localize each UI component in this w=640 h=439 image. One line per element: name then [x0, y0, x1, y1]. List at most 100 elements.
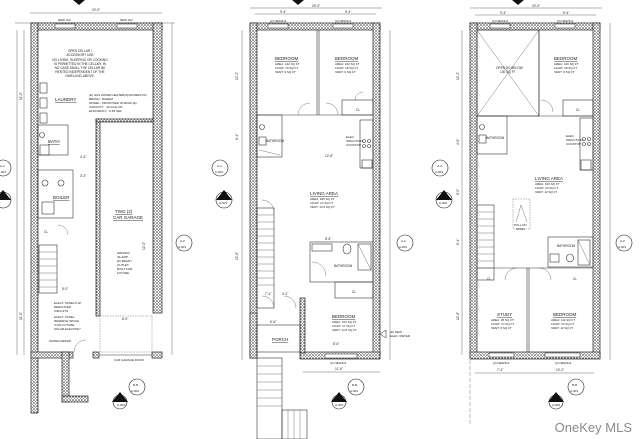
cellar-plan: 20'-0" NEW 3x2 NEW 3x2 OPEN CELLAR / ACC… [15, 0, 175, 414]
dimension: 10'-2" [556, 368, 564, 372]
section-tag: A-003 [548, 392, 564, 410]
closet-label: CL [573, 277, 577, 281]
dimension: 12'-2" [456, 72, 460, 80]
dimension: 4'-6" [456, 139, 460, 145]
cellar-window-label: NEW 3x2 [58, 18, 71, 22]
bathroom-label: BATHROOM [334, 264, 353, 268]
room-area: AREA: 180 SQ FT [310, 197, 335, 201]
first-floor-stair [256, 199, 275, 309]
cellar-north-wall [30, 22, 163, 31]
room-vent: VENT: 13.5 SQ FT [310, 205, 335, 209]
section-tag: A-2 A-003 [175, 234, 193, 252]
north-arrow-icon [292, 0, 304, 5]
section-tag: A-4 A-003 [211, 159, 229, 177]
dimension: 7'-4" [265, 292, 271, 296]
second-floor-plan: 20'-0" 9'-4" 9'-4" (2) NEW3x4 (2) NEW3x4… [456, 0, 611, 425]
solar-note: SOLAR ELECTRIC" [54, 327, 81, 331]
room-area: AREA: 95 SQ FT [491, 318, 514, 322]
section-tag: A-2 A-003 [615, 234, 633, 252]
room-light: LIGHT: 18 SQ FT [554, 66, 577, 70]
room-area: AREA: 160 SQ FT [535, 182, 560, 186]
section-tag: A-003 [331, 392, 347, 410]
dimension: 12'-2" [235, 72, 239, 80]
svg-text:A-003: A-003 [399, 245, 407, 249]
dimension: 8'-6" [325, 237, 331, 241]
dimension: 8'-0" [62, 287, 68, 291]
dimension: 11'-0" [19, 92, 23, 100]
solar-note: "FOR FUTURE [54, 323, 74, 327]
cooktop-label: COOKTOP [566, 142, 581, 146]
svg-text:A-003: A-003 [0, 170, 6, 174]
dimension: 12'-0" [142, 242, 146, 250]
window-label: (2) NEW3x4 [492, 19, 509, 23]
svg-text:A-2: A-2 [620, 239, 625, 243]
garage-door-label: CAR GARAGE DOOR [114, 358, 145, 362]
room-vent: VENT: 9 SQ FT [275, 70, 296, 74]
window-label: (2) NEW3x4 [330, 361, 347, 365]
water-heater-spec: (E) GAS WATER HEATER(S)/(DOMESTIC) [89, 93, 147, 97]
cellar-note: RENTED INDEPENDENT OF THE [55, 70, 104, 74]
bedroom-label: BEDROOM [332, 314, 356, 319]
bathroom-label: BATHROOM [557, 244, 576, 248]
dimension: 12'-6" [456, 312, 460, 320]
cellar-overall-width: 20'-0" [92, 8, 100, 12]
water-heater-spec: EFFICIENCY : 0.65 UEF [89, 109, 122, 113]
room-light: LIGHT: 18 SQ FT [335, 66, 358, 70]
section-tag: B-B A-004 [347, 378, 365, 396]
cellar-open-subtitle: ACCESSORY USE [66, 53, 93, 57]
svg-text:A-2: A-2 [401, 239, 406, 243]
window-label: (2) NEW3x4 [270, 19, 287, 23]
bedroom-label: BEDROOM [553, 312, 577, 317]
dimension: 12'-6" [325, 154, 333, 158]
dimension: 6'-4" [235, 134, 239, 140]
water-meter-label: WATER METER [49, 339, 72, 343]
svg-text:A-004: A-004 [350, 389, 358, 393]
room-light: LIGHT: 24 SQ FT [535, 186, 558, 190]
section-tag: A-2 A-003 [396, 234, 414, 252]
closet-label: CL [356, 108, 360, 112]
dimension: 11'-0" [19, 312, 23, 320]
room-vent: VENT: 13.5 SQ FT [332, 328, 357, 332]
cooktop-label: ELEC. [346, 135, 355, 139]
svg-text:A-004: A-004 [570, 389, 578, 393]
room-area: AREA: 104 SQ FT [332, 320, 357, 324]
first-floor-overall-width: 20'-0" [312, 4, 320, 8]
living-area-label: LIVING AREA [535, 176, 563, 181]
dimension: 8'-6" [333, 342, 339, 346]
open-below-area: 130 SQ FT [500, 70, 516, 74]
cellar-note: NO LIVING, SLEEPING OR COOKING [52, 58, 108, 62]
cellar-note: NO CASE SHALL THE CELLAR BE [55, 66, 106, 70]
closet-label: CL [487, 277, 491, 281]
cooktop-label: INDUCTION [566, 138, 583, 142]
dimension: 7'-4" [497, 368, 503, 372]
cellar-window-label: NEW 3x2 [120, 18, 133, 22]
ev-note: OUTLET [117, 263, 129, 267]
svg-text:B-B: B-B [352, 383, 357, 387]
section-tag: A-003 [112, 392, 128, 410]
dimension: 4'-4" [80, 155, 86, 159]
porch-label: PORCH [272, 337, 288, 342]
water-heater-spec: MODEL : PROPOSED 40 RH40 (E) [89, 101, 137, 105]
garage-partition-wall [95, 118, 101, 317]
room-light: LIGHT: 24 SQ FT [551, 322, 574, 326]
closet-label: CL [352, 290, 356, 294]
bedroom-label: BEDROOM [335, 56, 359, 61]
dimension: 9'-4" [500, 11, 506, 15]
section-tag [0, 190, 12, 209]
garage-label: TWO (2) [115, 209, 133, 214]
elec-panel-note: ELECT. PANELS W/ [54, 301, 81, 305]
cellar-bath-label: BATH [48, 139, 60, 144]
dimension: 8'-0" [456, 189, 460, 195]
room-light: LIGHT: 14 SQ FT [491, 322, 514, 326]
cooktop-label: INDUCTION [346, 139, 363, 143]
window-label: (2) NEW3x4 [557, 19, 574, 23]
dimension: 6'-4" [456, 239, 460, 245]
bathroom-label: BATHROOM [266, 139, 285, 143]
elec-meter-label: (E) NEW [390, 330, 402, 334]
svg-text:A-003: A-003 [435, 170, 443, 174]
dimension: 11'-6" [335, 367, 343, 371]
svg-text:B-B: B-B [133, 383, 138, 387]
dimension: 4'-2" [282, 292, 288, 296]
section-tag: A-003 [435, 190, 453, 209]
